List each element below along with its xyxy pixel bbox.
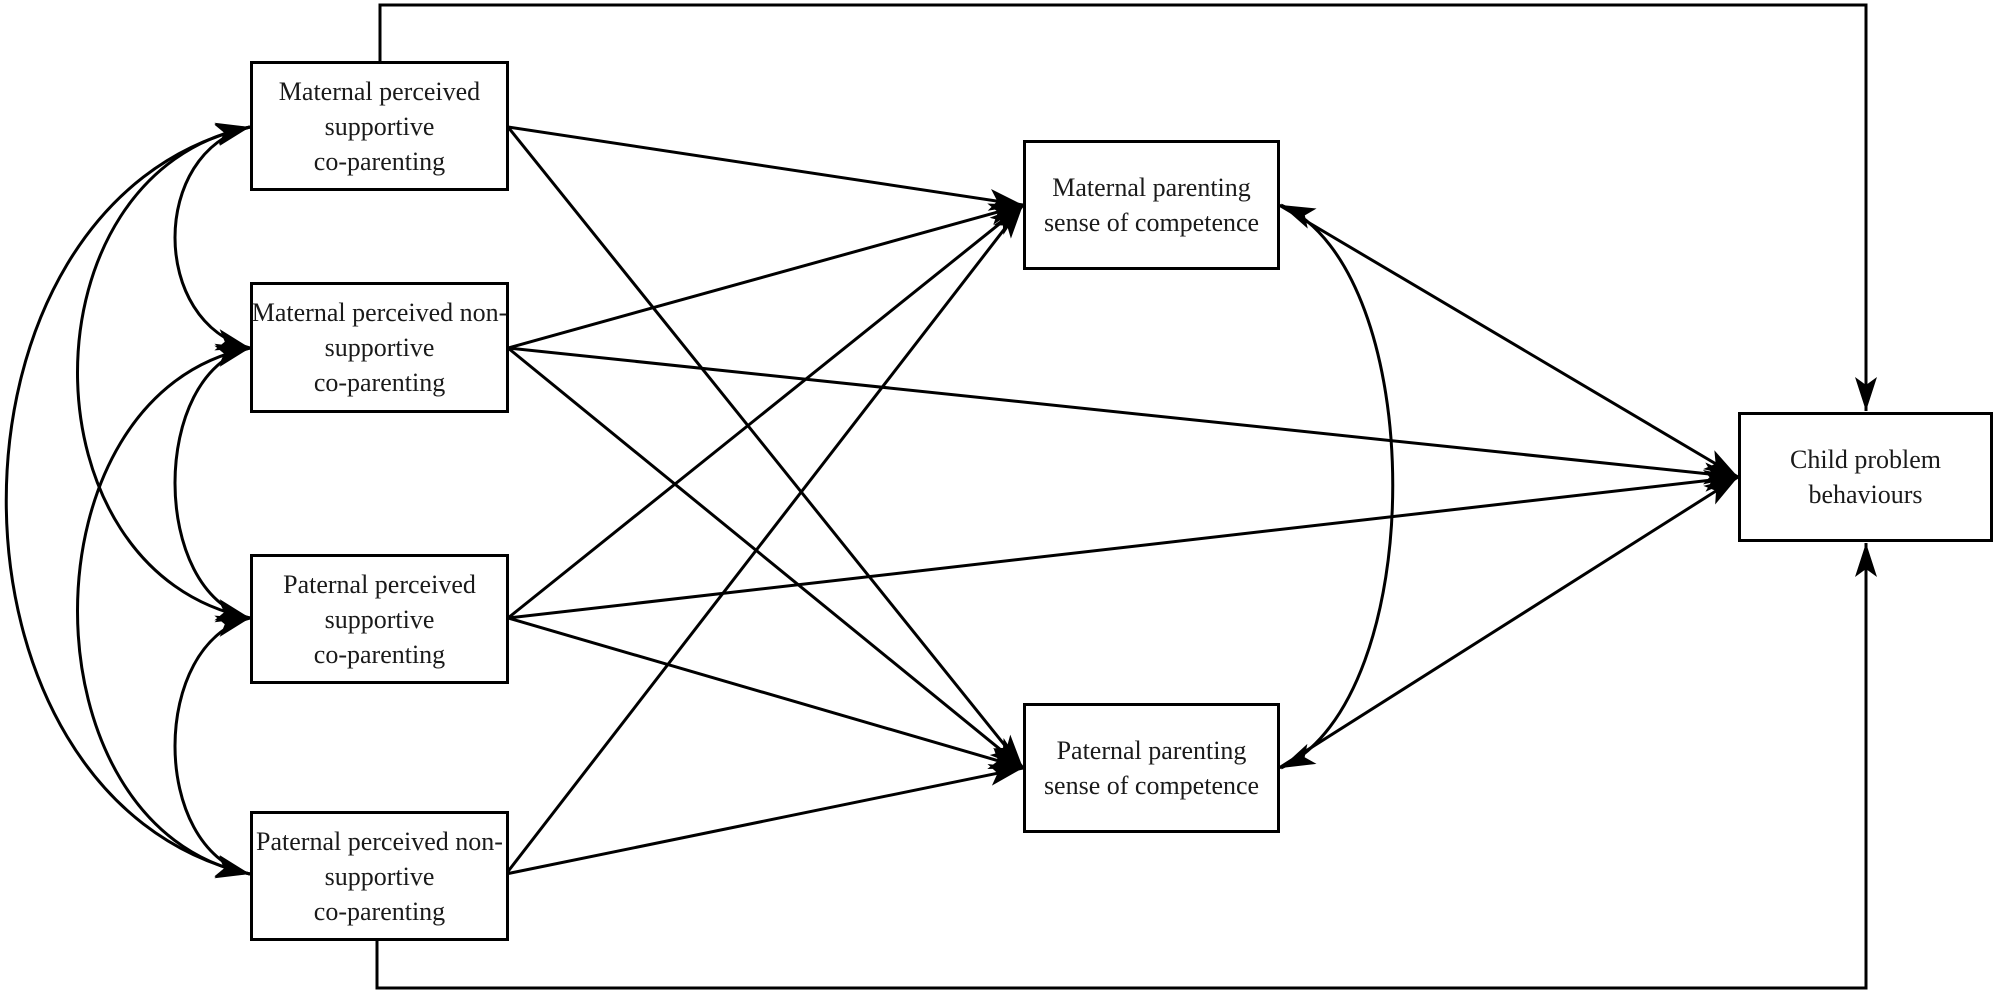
node-maternal-supportive-coparenting: Maternal perceived supportive co-parenti… <box>250 61 509 191</box>
node-label: Maternal parenting sense of competence <box>1043 173 1260 237</box>
node-paternal-nonsupportive-coparenting: Paternal perceived non- supportive co-pa… <box>250 811 509 941</box>
arrow-maternal-psoc-to-child <box>1278 203 1739 479</box>
arrow-maternal-supportive-to-paternal-psoc <box>506 126 1025 769</box>
arrow-maternal-supportive-to-maternal-psoc <box>507 125 1024 211</box>
arrow-maternal-nonsupportive-to-maternal-psoc <box>507 203 1024 350</box>
arrow-maternal-nonsupportive-to-paternal-psoc <box>507 346 1024 770</box>
arrow-maternal-nonsupportive-to-child <box>507 346 1739 485</box>
covariance-paternal-supportive-paternal-nonsupportive <box>173 615 251 877</box>
node-label: Paternal parenting sense of competence <box>1043 736 1260 800</box>
covariance-maternal-supportive-paternal-supportive <box>76 122 251 623</box>
covariance-maternal-supportive-paternal-nonsupportive <box>4 123 251 878</box>
node-maternal-nonsupportive-coparenting: Maternal perceived non- supportive co-pa… <box>250 282 509 413</box>
node-child-problem-behaviours: Child problem behaviours <box>1738 412 1993 542</box>
node-label: Paternal perceived non- supportive co-pa… <box>256 826 503 926</box>
node-label: Maternal perceived non- supportive co-pa… <box>251 298 508 397</box>
arrow-paternal-supportive-to-paternal-psoc <box>507 616 1024 770</box>
node-label: Child problem behaviours <box>1790 445 1941 509</box>
arrow-maternal-supportive-to-child-top-route <box>378 3 1877 411</box>
arrow-paternal-supportive-to-maternal-psoc <box>507 203 1024 620</box>
arrow-paternal-nonsupportive-to-child-bottom-route <box>375 543 1877 990</box>
covariance-maternal-nonsupportive-paternal-supportive <box>173 345 251 621</box>
node-paternal-parenting-sense-of-competence: Paternal parenting sense of competence <box>1023 703 1280 833</box>
arrow-paternal-nonsupportive-to-maternal-psoc <box>504 204 1025 875</box>
arrow-paternal-nonsupportive-to-paternal-psoc <box>505 764 1024 876</box>
node-paternal-supportive-coparenting: Paternal perceived supportive co-parenti… <box>250 554 509 684</box>
arrow-paternal-supportive-to-child <box>507 469 1739 620</box>
node-label: Maternal perceived supportive co-parenti… <box>278 76 481 176</box>
covariance-maternal-psoc-paternal-psoc <box>1280 203 1395 770</box>
covariance-maternal-supportive-maternal-nonsupportive <box>173 124 251 351</box>
node-maternal-parenting-sense-of-competence: Maternal parenting sense of competence <box>1023 140 1280 270</box>
covariance-maternal-nonsupportive-paternal-nonsupportive <box>76 343 251 879</box>
node-label: Paternal perceived supportive co-parenti… <box>283 569 476 669</box>
arrow-paternal-psoc-to-child <box>1278 475 1739 770</box>
